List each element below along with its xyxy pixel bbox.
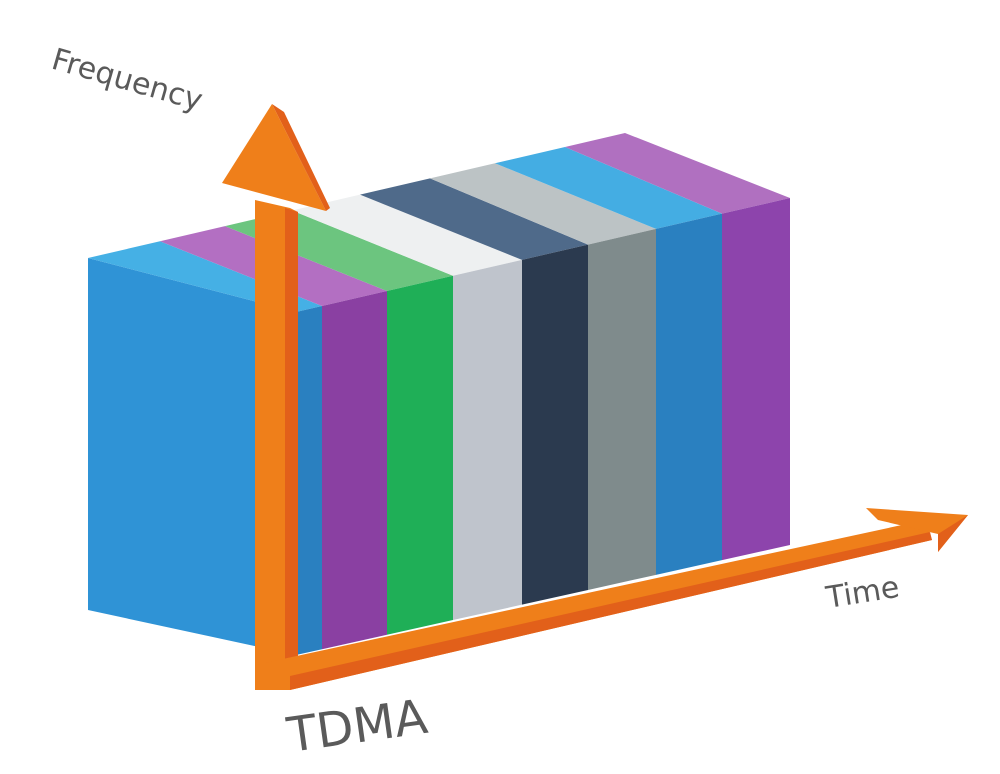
time-axis-arrow xyxy=(255,508,968,690)
time-slot-7-front xyxy=(656,213,722,575)
time-slot-8-top xyxy=(565,132,790,214)
time-slot-6-top xyxy=(430,163,656,245)
time-slot-7-top xyxy=(495,146,722,229)
time-slot-6-front xyxy=(588,228,656,590)
time-slot-4-top xyxy=(292,194,522,276)
time-slot-2-front xyxy=(322,290,387,650)
tdma-title: TDMA xyxy=(283,689,431,764)
time-slot-8-front xyxy=(722,197,790,561)
time-slot-5-front xyxy=(522,244,588,605)
time-slot-1-front xyxy=(296,305,322,655)
time-slots xyxy=(88,132,790,655)
frequency-axis-label: Frequency xyxy=(48,42,207,118)
time-slot-5-top xyxy=(360,178,588,260)
time-slot-4-front xyxy=(453,259,522,621)
time-slot-3-front xyxy=(387,275,453,635)
block-left-face xyxy=(88,258,296,655)
time-axis-label: Time xyxy=(823,570,902,616)
frequency-axis-arrow xyxy=(222,104,330,688)
